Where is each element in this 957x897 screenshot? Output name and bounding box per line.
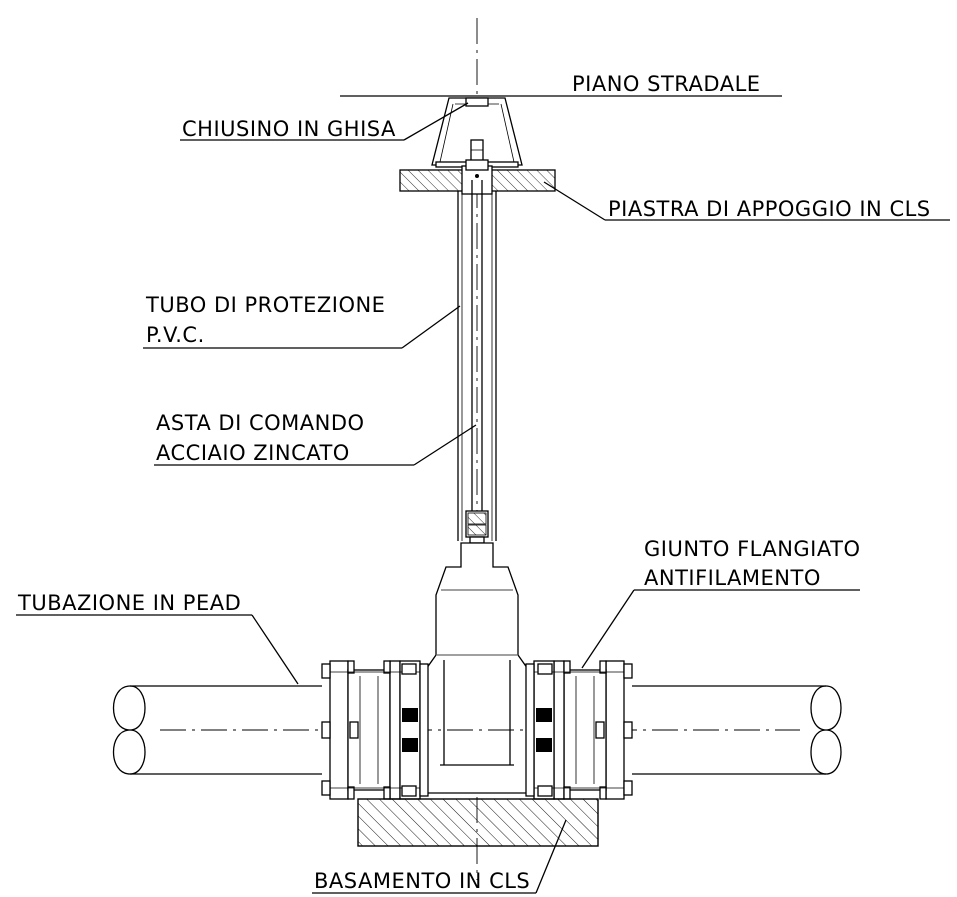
- rod-coupling: [465, 510, 489, 544]
- label-tubazione: TUBAZIONE IN PEAD: [17, 591, 241, 615]
- stem-top-nut: [465, 139, 489, 178]
- label-tubo-line2: P.V.C.: [146, 323, 205, 347]
- operating-rod: [471, 180, 483, 512]
- label-tubo-line1: TUBO DI PROTEZIONE: [145, 293, 385, 317]
- label-giunto-line1: GIUNTO FLANGIATO: [644, 537, 860, 561]
- leader-lines: [16, 102, 950, 894]
- label-asta-line2: ACCIAIO ZINCATO: [156, 441, 350, 465]
- label-piano-stradale: PIANO STRADALE: [572, 72, 761, 96]
- flanged-joint-right: [525, 660, 633, 800]
- label-giunto-line2: ANTIFILAMENTO: [644, 566, 821, 590]
- label-basamento: BASAMENTO IN CLS: [314, 869, 530, 893]
- pvc-protection-tube: [457, 191, 497, 541]
- label-chiusino: CHIUSINO IN GHISA: [182, 117, 396, 141]
- label-asta-line1: ASTA DI COMANDO: [156, 411, 365, 435]
- pead-pipe-right: [632, 685, 842, 775]
- pead-pipe-left: [112, 685, 322, 775]
- concrete-base: [357, 798, 599, 847]
- label-piastra: PIASTRA DI APPOGGIO IN CLS: [608, 197, 931, 221]
- valve-body: [423, 542, 531, 794]
- flanged-joint-left: [321, 660, 429, 800]
